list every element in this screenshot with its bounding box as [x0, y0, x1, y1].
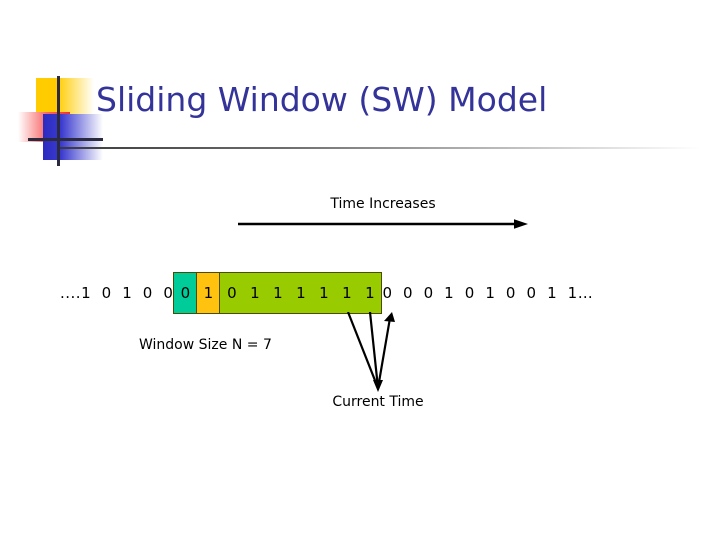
stream-tail-bits: 0 0 0 1 0 1 0 0 1 1… [382, 284, 594, 302]
logo-vertical-line [57, 76, 60, 166]
page-title: Sliding Window (SW) Model [96, 80, 548, 119]
window-cell: 1 [266, 273, 290, 313]
title-divider [60, 147, 700, 149]
time-axis-arrow-icon [238, 219, 528, 229]
logo-blue-square [43, 114, 103, 160]
current-time-label: Current Time [332, 394, 424, 410]
window-cell: 1 [312, 273, 336, 313]
window-cell: 1 [335, 273, 359, 313]
window-cell: 0 [220, 273, 244, 313]
bit-stream: ....1 0 1 0 0 0 1 0 1 1 1 1 1 1 0 0 0 1 … [60, 272, 593, 314]
window-size-label: Window Size N = 7 [139, 337, 272, 353]
window-cell: 1 [243, 273, 267, 313]
stream-lead-bits: ....1 0 1 0 0 [60, 284, 174, 302]
current-time-pointer-icon [346, 312, 395, 392]
stream-cell-amber: 1 [197, 273, 221, 313]
time-axis-label: Time Increases [330, 196, 436, 212]
window-cell: 1 [358, 273, 382, 313]
slide-decoration-logo [18, 76, 110, 166]
window-cell: 1 [289, 273, 313, 313]
logo-horizontal-line [28, 138, 103, 141]
stream-cell-teal: 0 [174, 273, 198, 313]
sliding-window-box: 0 1 0 1 1 1 1 1 1 [173, 272, 383, 314]
